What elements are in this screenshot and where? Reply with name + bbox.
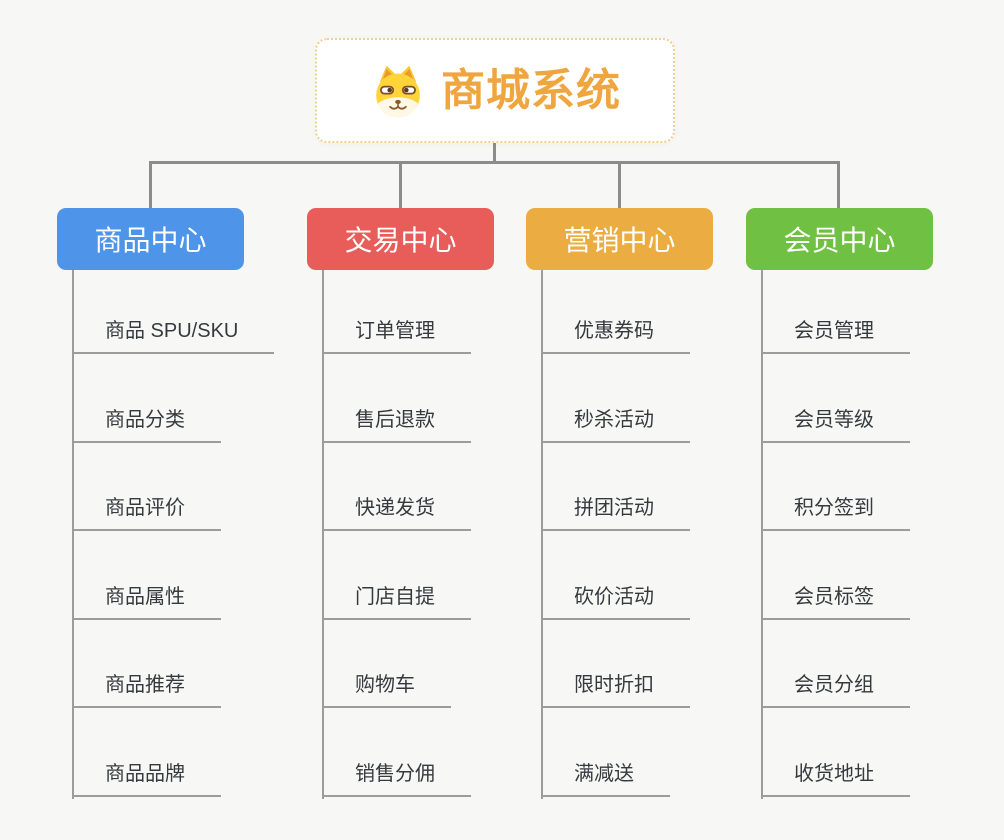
column-spine-connector: [72, 269, 74, 799]
leaf-node[interactable]: 售后退款: [322, 407, 471, 443]
leaf-node[interactable]: 商品属性: [72, 584, 221, 620]
leaf-node[interactable]: 限时折扣: [541, 672, 690, 708]
branch-node-product-center[interactable]: 商品中心: [57, 208, 244, 270]
root-stem-connector: [493, 141, 496, 162]
root-node[interactable]: 商城系统: [315, 38, 675, 143]
column-spine-connector: [541, 269, 543, 799]
leaf-node[interactable]: 砍价活动: [541, 584, 690, 620]
branch-label: 交易中心: [344, 225, 457, 256]
leaf-node[interactable]: 积分签到: [761, 495, 910, 531]
leaf-node[interactable]: 拼团活动: [541, 495, 690, 531]
column-spine-connector: [761, 269, 763, 799]
shiba-dog-emoji-icon: [376, 65, 420, 117]
leaf-node[interactable]: 优惠券码: [541, 318, 690, 354]
branch-label: 营销中心: [563, 225, 676, 256]
leaf-node[interactable]: 销售分佣: [322, 761, 471, 797]
leaf-node[interactable]: 会员管理: [761, 318, 910, 354]
leaf-node[interactable]: 会员标签: [761, 584, 910, 620]
branch-horizontal-connector: [149, 161, 840, 164]
branch-label: 会员中心: [783, 225, 896, 256]
leaf-node[interactable]: 商品品牌: [72, 761, 221, 797]
leaf-node[interactable]: 会员等级: [761, 407, 910, 443]
leaf-node[interactable]: 商品分类: [72, 407, 221, 443]
leaf-node[interactable]: 商品推荐: [72, 672, 221, 708]
leaf-node[interactable]: 订单管理: [322, 318, 471, 354]
leaf-node[interactable]: 门店自提: [322, 584, 471, 620]
branch-drop-connector: [399, 161, 402, 209]
branch-node-marketing-center[interactable]: 营销中心: [526, 208, 713, 270]
leaf-node[interactable]: 商品评价: [72, 495, 221, 531]
leaf-node[interactable]: 满减送: [541, 761, 670, 797]
leaf-node[interactable]: 会员分组: [761, 672, 910, 708]
branch-label: 商品中心: [94, 225, 207, 256]
root-node-label: 商城系统: [441, 65, 621, 115]
branch-drop-connector: [149, 161, 152, 209]
branch-node-member-center[interactable]: 会员中心: [746, 208, 933, 270]
leaf-node[interactable]: 快递发货: [322, 495, 471, 531]
branch-drop-connector: [837, 161, 840, 209]
branch-node-trade-center[interactable]: 交易中心: [307, 208, 494, 270]
leaf-node[interactable]: 收货地址: [761, 761, 910, 797]
leaf-node[interactable]: 秒杀活动: [541, 407, 690, 443]
branch-drop-connector: [618, 161, 621, 209]
leaf-node[interactable]: 商品 SPU/SKU: [72, 318, 275, 354]
leaf-node[interactable]: 购物车: [322, 672, 451, 708]
column-spine-connector: [322, 269, 324, 799]
